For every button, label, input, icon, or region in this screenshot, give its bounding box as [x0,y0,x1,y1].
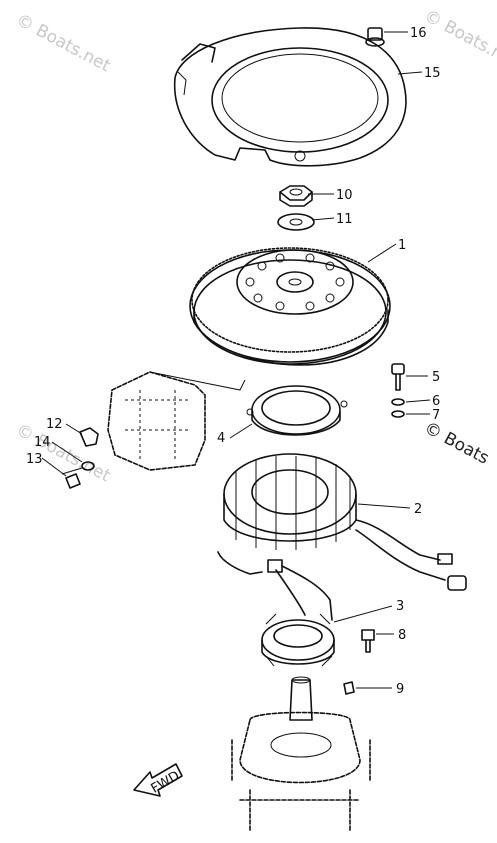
charge-coil-wiring [217,551,335,667]
callout-13: 13 [26,452,43,467]
flywheel-bolt [391,363,405,391]
stator [223,453,467,591]
callout-10: 10 [336,188,353,203]
woodruff-key [343,681,355,695]
callout-12: 12 [46,417,63,432]
flywheel-nut [279,185,313,207]
coil-bolt [361,629,375,653]
callout-8: 8 [398,628,406,643]
callout-14: 14 [34,435,51,450]
callout-1: 1 [398,238,406,253]
callout-6: 6 [432,394,440,409]
flywheel-cover [173,27,407,167]
fwd-label: FWD [149,768,183,796]
flywheel-washer [277,213,315,231]
callout-16: 16 [410,26,427,41]
lock-washer [391,410,405,418]
callout-2: 2 [414,502,422,517]
callout-3: 3 [396,599,404,614]
flywheel [189,247,391,366]
mounting-base [107,371,246,471]
callout-9: 9 [396,682,404,697]
callout-5: 5 [432,370,440,385]
crankshaft-powerhead [231,676,371,831]
bolt-washer [391,398,405,406]
callout-15: 15 [424,66,441,81]
small-screw [61,467,83,489]
small-washer [81,461,95,471]
forward-arrow-icon: FWD [133,763,183,797]
leader-lines [41,31,431,689]
callout-11: 11 [336,212,353,227]
callout-4: 4 [217,431,225,446]
callout-7: 7 [432,408,440,423]
cover-nut [365,27,385,47]
pulser-coil-ring [246,385,348,436]
clip-part [79,427,99,447]
